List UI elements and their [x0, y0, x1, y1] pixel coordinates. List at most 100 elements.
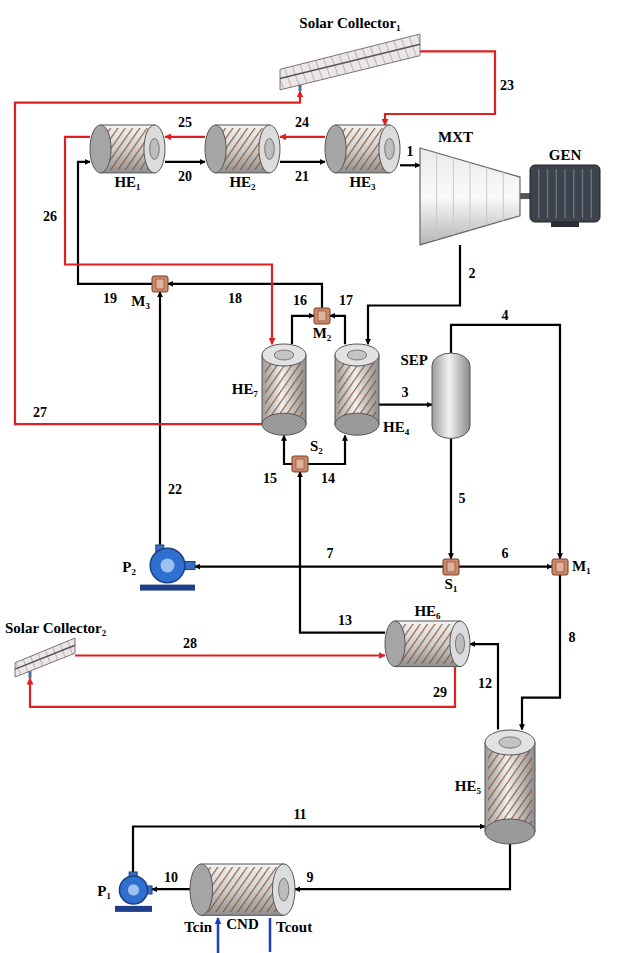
stream-line: [450, 439, 452, 559]
heat-exchanger-drawing: [262, 344, 306, 435]
solar-collector-symbol: [15, 638, 75, 678]
splitter: S₂: [292, 456, 308, 472]
heat-exchanger-symbol: [485, 730, 535, 844]
stream-number: 13: [337, 614, 353, 629]
stream-number: 1: [406, 144, 415, 159]
condenser-drawing: [190, 864, 295, 915]
stream-number: 23: [499, 78, 515, 93]
stream-line: [284, 435, 292, 464]
stream-number: 18: [227, 291, 243, 306]
turbine-symbol: [420, 148, 520, 245]
heat-exchanger: HE₅: [485, 730, 535, 844]
heat-exchanger-symbol: [325, 125, 400, 173]
pump-drawing: [115, 872, 152, 912]
component-label: P₁: [97, 884, 111, 900]
stream-line: [165, 161, 205, 163]
heat-exchanger-symbol: [90, 125, 165, 173]
stream-number: 6: [501, 547, 510, 562]
heat-transfer-fluid-line: [280, 136, 325, 138]
condenser: CND: [190, 864, 295, 915]
component-label: S₂: [310, 439, 323, 455]
component-label: M₂: [313, 326, 332, 342]
heat-exchanger-symbol: [385, 621, 470, 667]
heat-exchanger-drawing: [90, 125, 165, 173]
stream-number: 14: [320, 471, 336, 486]
stream-number: 22: [167, 483, 183, 498]
stream-line: [292, 316, 314, 344]
stream-line: [195, 565, 443, 567]
stream-number: 24: [294, 116, 310, 131]
heat-transfer-fluid-line: [385, 51, 495, 125]
stream-number: 16: [292, 294, 308, 309]
solar-collector: Solar Collector₁: [280, 34, 420, 91]
pump-symbol: [140, 545, 195, 591]
heat-transfer-fluid-line: [75, 654, 385, 656]
stream-line: [152, 888, 190, 890]
mixer: M₂: [314, 308, 330, 324]
cooling-water-in: [217, 918, 220, 953]
stream-number: 28: [182, 637, 198, 652]
heat-exchanger-drawing: [205, 125, 280, 173]
splitter-drawing: [292, 456, 308, 472]
splitter-symbol: [292, 456, 308, 472]
stream-number: 10: [163, 870, 179, 885]
stream-line: [300, 472, 385, 633]
mixer-drawing: [314, 308, 330, 324]
stream-line: [280, 161, 325, 163]
mixer-symbol: [152, 276, 168, 292]
stream-number: 20: [177, 169, 193, 184]
component-label: HE₂: [229, 175, 255, 191]
mixer-symbol: [314, 308, 330, 324]
stream-number: 19: [102, 291, 118, 306]
heat-exchanger: HE₂: [205, 125, 280, 173]
mixer: M₁: [552, 559, 568, 575]
heat-transfer-fluid-line: [165, 136, 205, 138]
stream-line: [522, 575, 560, 730]
stream-number: 3: [401, 386, 410, 401]
solar-collector-drawing: [15, 638, 75, 678]
heat-exchanger-symbol: [205, 125, 280, 173]
separator-drawing: [432, 353, 470, 439]
component-label: CND: [226, 917, 259, 933]
stream-number: 12: [477, 677, 493, 692]
separator-symbol: [432, 353, 470, 439]
generator-symbol: [530, 165, 600, 227]
stream-line: [379, 404, 432, 406]
turbine: MXT: [420, 148, 520, 245]
heat-exchanger-drawing: [385, 621, 470, 667]
component-label: Solar Collector₁: [299, 16, 400, 32]
stream-line: [400, 164, 420, 166]
component-label: Solar Collector₂: [5, 621, 106, 637]
stream-number: 29: [432, 686, 448, 701]
stream-line: [470, 644, 498, 729]
component-label: M₃: [131, 294, 150, 310]
stream-number: 5: [458, 492, 467, 507]
component-label: HE₇: [232, 382, 258, 398]
stream-number: 15: [262, 471, 278, 486]
stream-line: [459, 565, 552, 567]
stream-number: 9: [306, 870, 315, 885]
generator: GEN: [530, 165, 600, 222]
stream-number: 27: [32, 405, 48, 420]
stream-line: [133, 827, 485, 873]
solar-collector-symbol: [280, 34, 420, 91]
mixer: M₃: [152, 276, 168, 292]
cooling-water-lines: [218, 918, 270, 953]
temperature-label: Tcout: [276, 920, 312, 936]
stream-number: 25: [177, 116, 193, 131]
heat-exchanger: HE₆: [385, 621, 470, 667]
mixer-drawing: [552, 559, 568, 575]
mixer-symbol: [552, 559, 568, 575]
component-label: HE₁: [114, 175, 140, 191]
heat-exchanger: HE₃: [325, 125, 400, 173]
heat-exchanger-drawing: [325, 125, 400, 173]
component-label: P₂: [122, 560, 136, 576]
pump: P₂: [140, 545, 195, 591]
component-label: HE₃: [349, 175, 375, 191]
pump-symbol: [115, 872, 152, 912]
splitter-drawing: [443, 559, 459, 575]
heat-transfer-fluid-line: [15, 91, 300, 424]
generator-drawing: [530, 165, 600, 222]
heat-exchanger-drawing: [485, 730, 535, 844]
component-label: MXT: [438, 130, 473, 146]
